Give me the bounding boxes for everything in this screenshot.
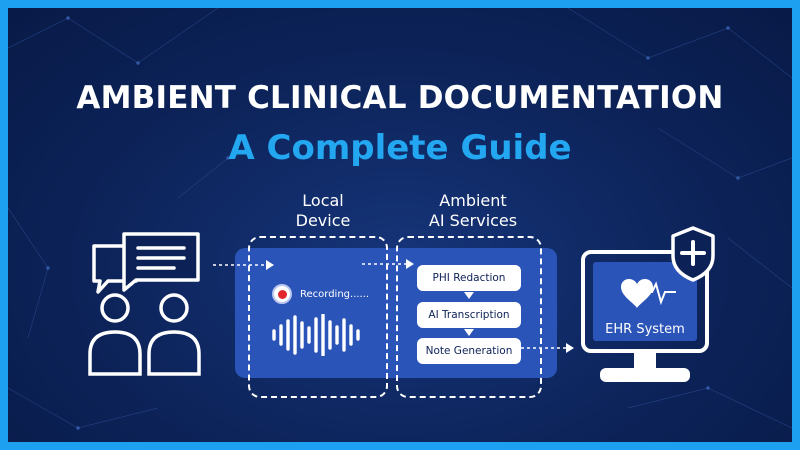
local-device-label: Local Device	[268, 191, 378, 231]
shield-plus-icon	[671, 226, 715, 282]
arrow-heads	[266, 259, 574, 353]
recording-indicator: Recording......	[272, 284, 369, 304]
ambient-ai-box	[396, 236, 542, 398]
local-device-box	[248, 236, 388, 398]
recording-text: Recording......	[300, 288, 370, 300]
record-icon	[272, 284, 292, 304]
ehr-label: EHR System	[605, 322, 685, 337]
banner: AMBIENT CLINICAL DOCUMENTATION A Complet…	[8, 8, 792, 442]
ambient-ai-text: Ambient AI Services	[428, 191, 518, 230]
illustration-layer: EHR System	[88, 226, 715, 382]
ambient-ai-label: Ambient AI Services	[408, 191, 538, 231]
chat-bubbles-icon	[92, 232, 200, 294]
monitor-icon	[581, 250, 709, 382]
audio-wave-icon	[272, 314, 360, 356]
local-device-text: Local Device	[295, 191, 351, 230]
people-icon	[88, 293, 201, 376]
step-phi-redaction: PHI Redaction	[417, 265, 521, 291]
step-ai-transcription: AI Transcription	[417, 302, 521, 328]
heart-pulse-icon	[621, 278, 676, 308]
network-background	[8, 8, 792, 430]
step-note-generation: Note Generation	[417, 338, 521, 364]
title-line-2: A Complete Guide	[228, 128, 572, 168]
title-line-1: AMBIENT CLINICAL DOCUMENTATION	[76, 80, 724, 116]
flow-arrows	[213, 263, 566, 349]
